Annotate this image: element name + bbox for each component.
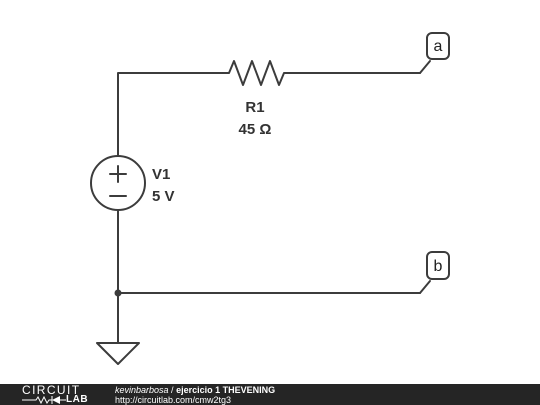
circuit-schematic: a R1 45 Ω V1 5 V b <box>90 32 450 365</box>
voltage-source-v1 <box>90 155 146 211</box>
path-separator: / <box>168 385 177 395</box>
terminal-b[interactable]: b <box>419 251 450 294</box>
resistor-name: R1 <box>245 99 264 116</box>
logo-resistor-icon <box>22 395 66 405</box>
circuit-url[interactable]: http://circuitlab.com/cmw2tg3 <box>115 395 232 405</box>
source-name: V1 <box>152 166 170 183</box>
ground-icon <box>96 342 140 365</box>
footer-bar: CIRCUIT LAB kevinbarbosa / ejercicio 1 T… <box>0 384 540 405</box>
logo-text-bottom: LAB <box>66 394 89 405</box>
node-label-b: b <box>434 258 443 275</box>
circuit-title[interactable]: ejercicio 1 THEVENING <box>176 385 276 395</box>
wire-top-left <box>117 72 224 161</box>
author-link[interactable]: kevinbarbosa <box>115 385 169 395</box>
resistor-r1 <box>222 60 291 86</box>
source-value: 5 V <box>152 188 175 205</box>
node-label-a: a <box>434 38 443 55</box>
terminal-a[interactable]: a <box>419 32 450 74</box>
footer-info: kevinbarbosa / ejercicio 1 THEVENING htt… <box>115 385 275 405</box>
circuitlab-logo[interactable]: CIRCUIT LAB <box>22 384 96 405</box>
logo-text-top: CIRCUIT <box>22 383 81 397</box>
resistor-value: 45 Ω <box>239 121 272 138</box>
